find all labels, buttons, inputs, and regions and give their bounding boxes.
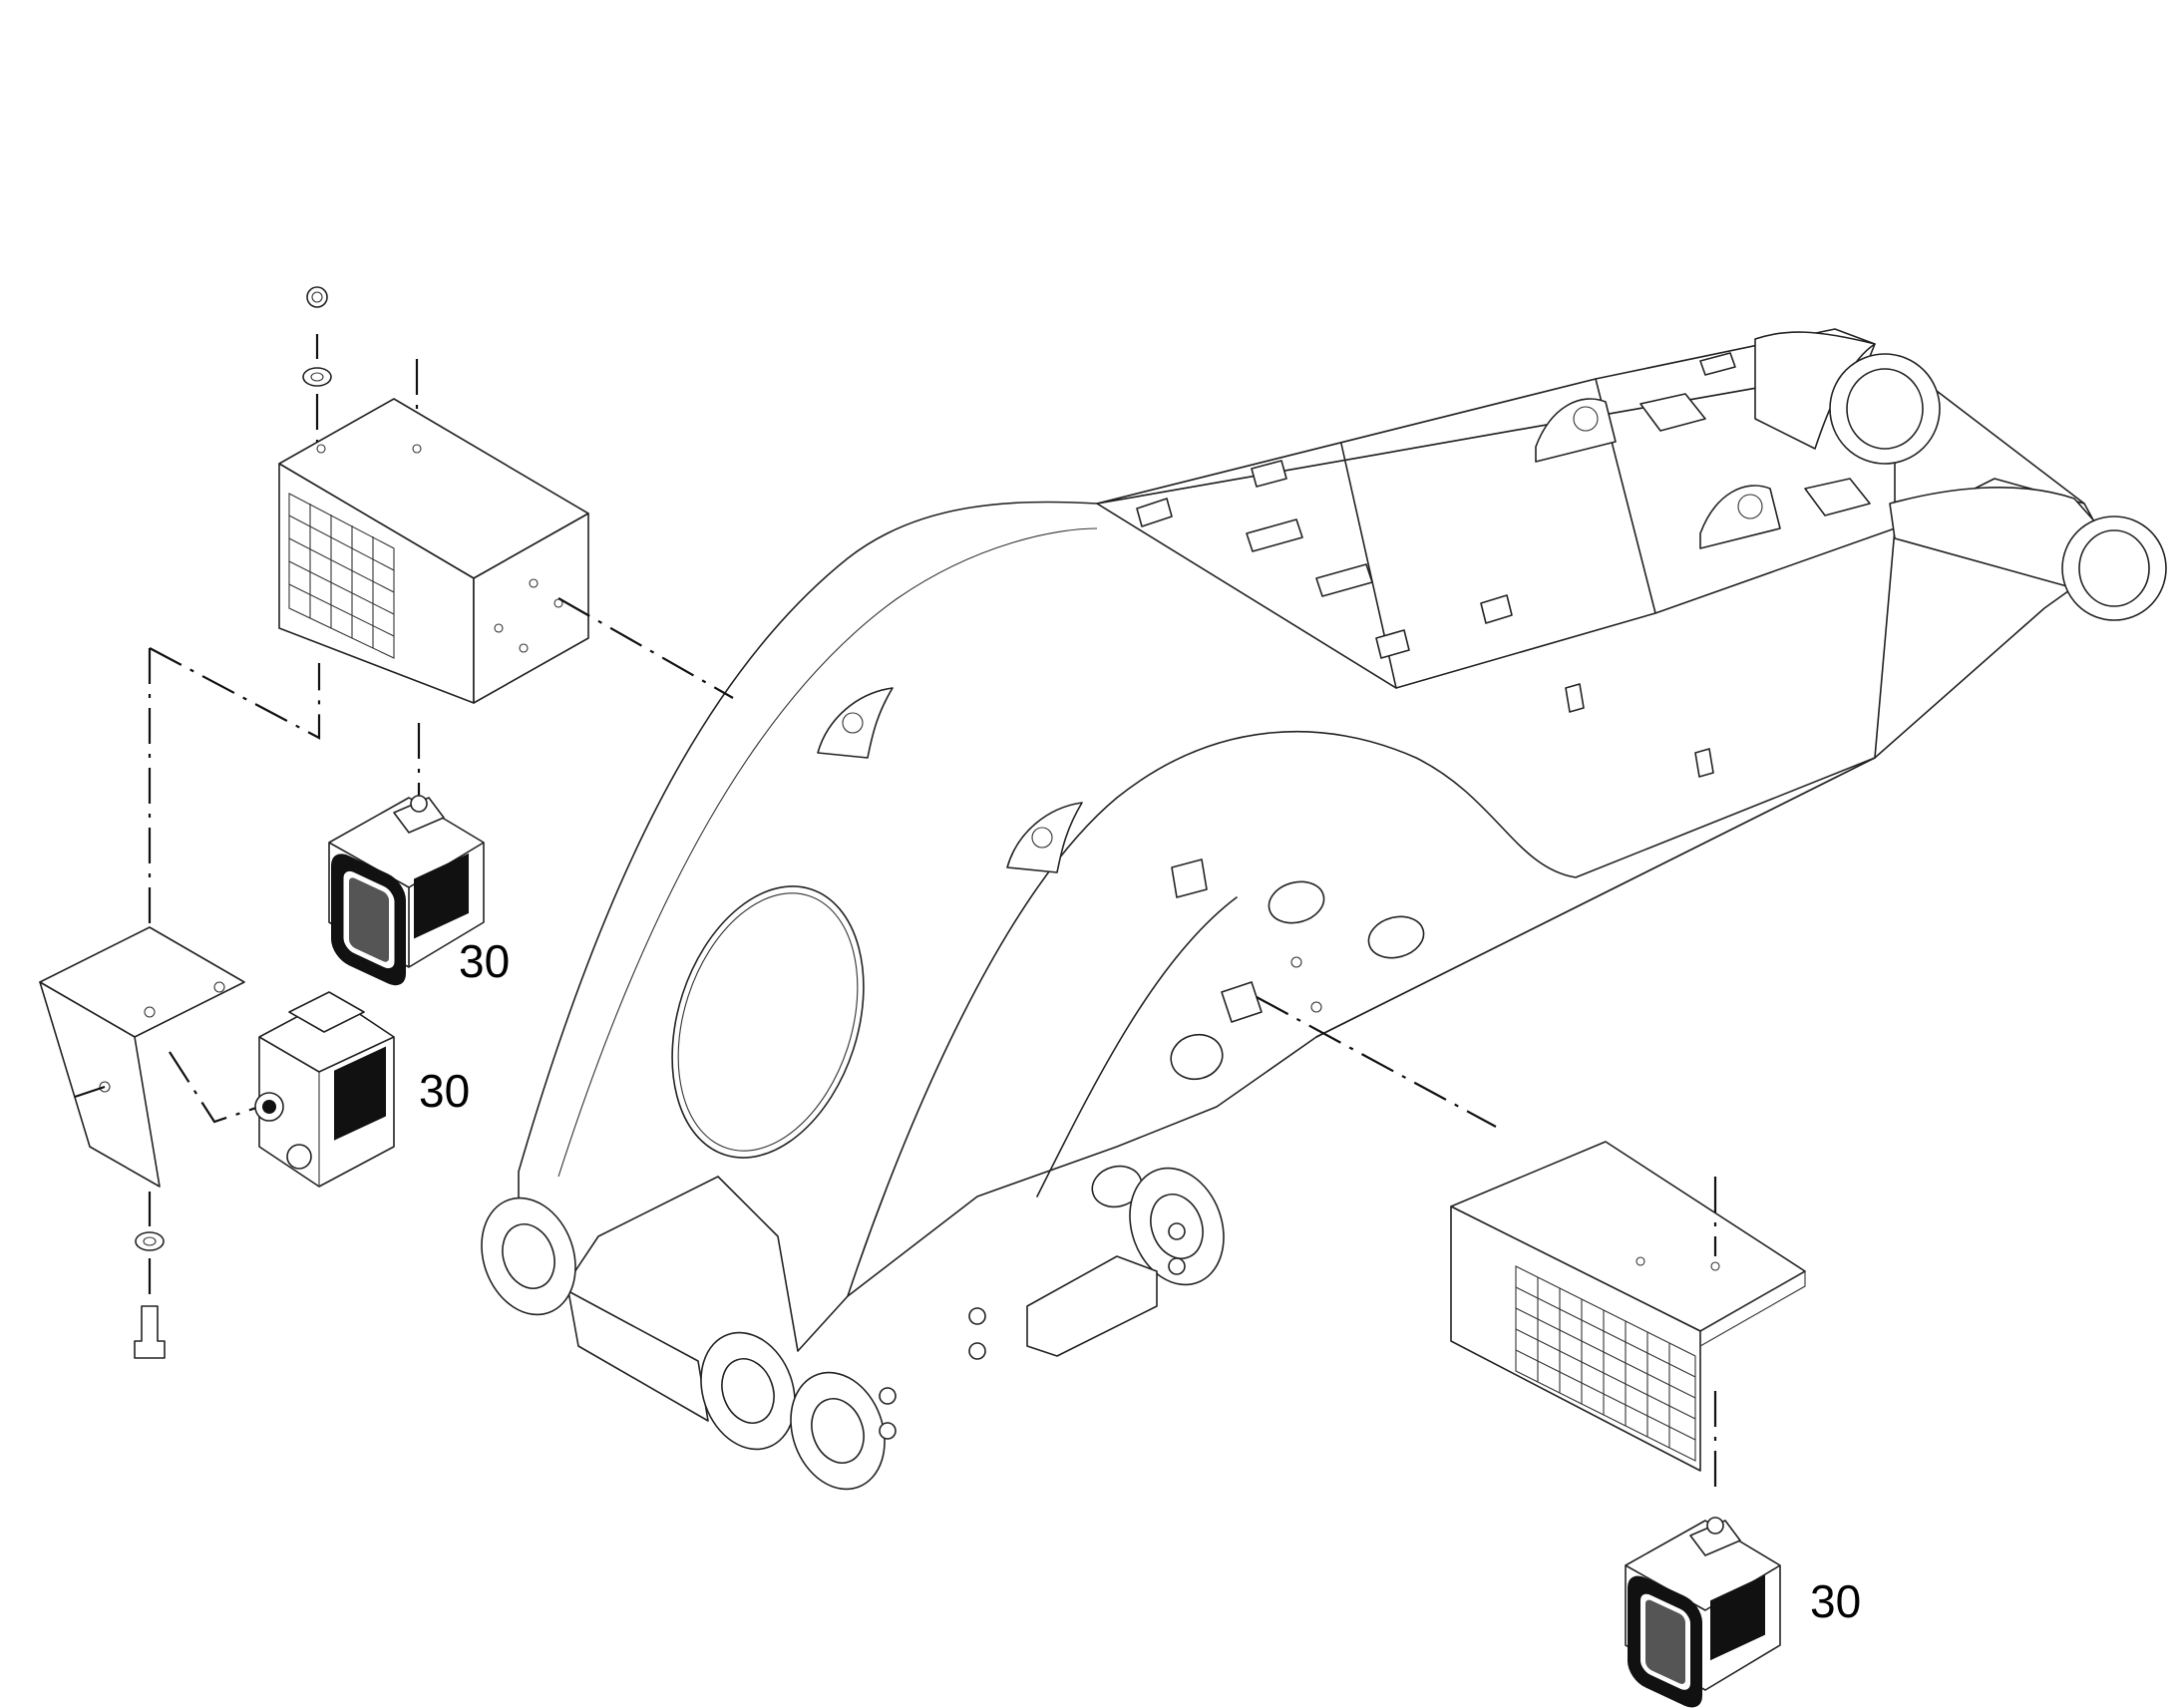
callout-label-lamp-2: 30	[419, 1065, 470, 1117]
upper-lamp-guard-group	[148, 286, 734, 1017]
lower-lamp-guard-group	[1256, 996, 1806, 1496]
bolt	[134, 1305, 166, 1359]
guard-grille-upper	[288, 493, 395, 659]
work-lamp-1	[328, 795, 485, 986]
washer	[302, 367, 332, 387]
boom-side-plate	[518, 358, 2115, 1352]
work-lamp-3	[1625, 1517, 1781, 1708]
boom-large-hole	[671, 885, 865, 1159]
boom-top-plate	[1096, 328, 1876, 505]
work-lamp-2	[254, 991, 395, 1188]
boom-foot-pin	[567, 1290, 709, 1422]
nut	[306, 286, 328, 308]
callout-label-lamp-1: 30	[459, 935, 510, 987]
callout-label-lamp-3: 30	[1810, 1575, 1861, 1627]
lamp-bracket-left	[39, 926, 260, 1359]
washer	[135, 1231, 165, 1251]
guard-grille-lower	[1515, 1265, 1696, 1462]
boom-assembly	[481, 328, 2167, 1491]
